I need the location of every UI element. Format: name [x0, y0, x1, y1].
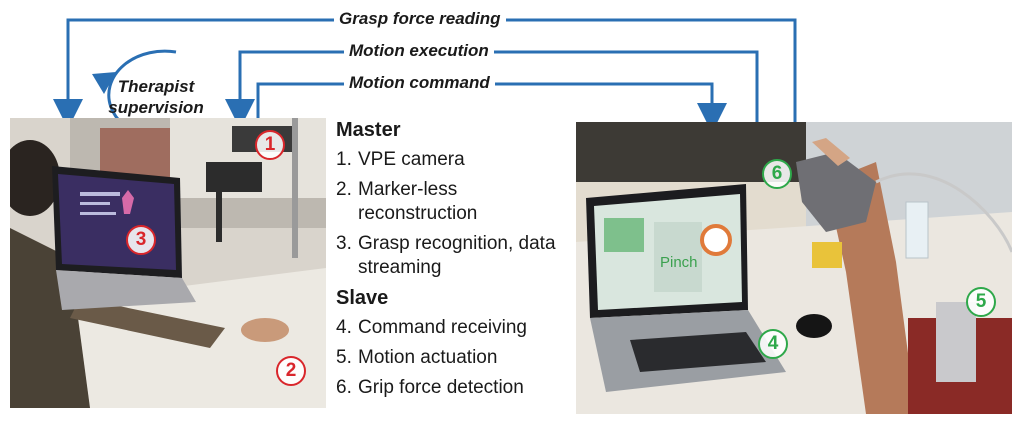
slave-heading: Slave: [336, 287, 389, 309]
slave-station-photo: Pinch 4 5 6: [576, 122, 1012, 414]
legend-item: 4. Command receiving: [336, 316, 572, 340]
legend-item-text: Command receiving: [358, 317, 527, 338]
pinch-label: Pinch: [660, 254, 698, 271]
motion-command-label: Motion command: [344, 73, 495, 93]
master-station-photo: 1 2 3: [10, 118, 326, 408]
master-scene: [10, 118, 326, 408]
therapist-supervision-label: Therapist supervision: [96, 76, 216, 118]
legend-item: 2. Marker-less reconstruction: [336, 178, 572, 226]
grasp-force-label: Grasp force reading: [334, 9, 506, 29]
legend-item: 5. Motion actuation: [336, 346, 572, 370]
master-heading: Master: [336, 119, 401, 141]
legend-item-number: 4.: [336, 317, 352, 338]
motion-execution-arrow: [225, 50, 759, 129]
slave-scene: [576, 122, 1012, 414]
legend-item-number: 1.: [336, 149, 352, 170]
legend-item-number: 2.: [336, 179, 352, 200]
marker-1: 1: [255, 130, 285, 160]
marker-5: 5: [966, 287, 996, 317]
legend-item: 3. Grasp recognition, data streaming: [336, 232, 572, 280]
legend-item: 6. Grip force detection: [336, 376, 572, 400]
marker-2: 2: [276, 356, 306, 386]
supervision-line1: Therapist: [117, 77, 195, 96]
supervision-line2: supervision: [108, 98, 204, 117]
legend-item: 1. VPE camera: [336, 148, 572, 172]
legend-item-number: 6.: [336, 377, 352, 398]
marker-4: 4: [758, 329, 788, 359]
component-legend: Master 1. VPE camera 2. Marker-less reco…: [336, 118, 572, 406]
motion-execution-label: Motion execution: [344, 41, 494, 61]
legend-item-number: 3.: [336, 233, 352, 254]
legend-item-text: Motion actuation: [358, 347, 498, 368]
marker-3: 3: [126, 225, 156, 255]
legend-item-number: 5.: [336, 347, 352, 368]
marker-6: 6: [762, 159, 792, 189]
supervision-arrowhead: [92, 72, 116, 94]
legend-item-text: Grasp recognition, data streaming: [358, 233, 556, 278]
legend-item-text: VPE camera: [358, 149, 465, 170]
legend-item-text: Marker-less reconstruction: [358, 179, 478, 224]
legend-item-text: Grip force detection: [358, 377, 524, 398]
